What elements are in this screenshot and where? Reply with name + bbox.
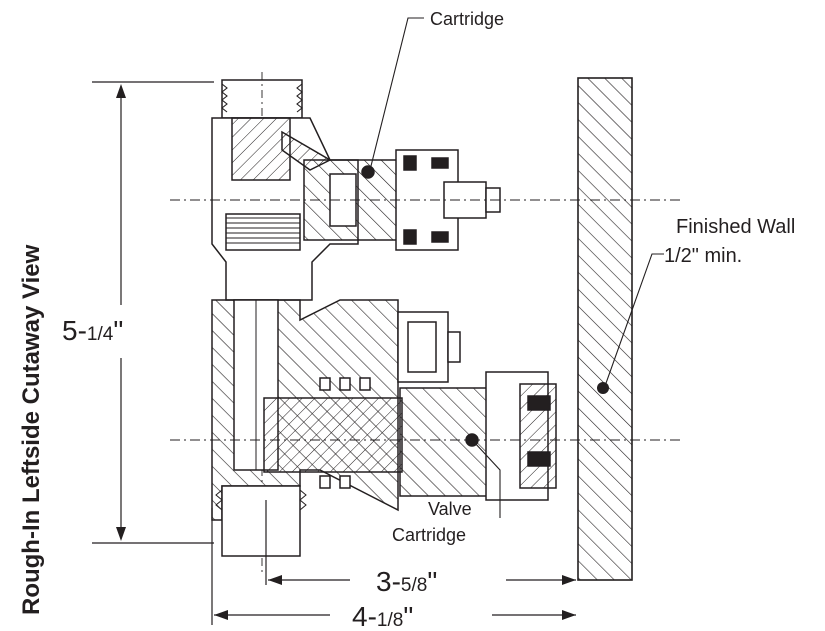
- callout-finished-wall: Finished Wall: [676, 216, 795, 238]
- callout-valve: Valve: [428, 499, 472, 519]
- dimension-overall-depth: [211, 508, 576, 625]
- valve-body: [211, 72, 403, 575]
- callout-valve-cartridge: Cartridge: [392, 525, 466, 545]
- upper-cartridge: [303, 149, 501, 251]
- callout-finished-wall-min: 1/2" min.: [664, 245, 742, 267]
- lower-valve-cartridge: [319, 311, 557, 501]
- dimension-overall-depth-label: 4-1/8": [352, 601, 413, 631]
- leader-lines: [369, 17, 664, 518]
- dimension-depth-to-wall-label: 3-5/8": [376, 566, 437, 597]
- centerlines: [170, 199, 680, 441]
- dimension-depth-to-wall: [265, 500, 576, 585]
- callout-cartridge: Cartridge: [430, 9, 504, 29]
- dimension-height: [92, 81, 214, 544]
- finished-wall: [577, 77, 633, 581]
- diagram-title: Rough-In Leftside Cutaway View: [18, 244, 45, 615]
- dimension-height-label: 5-1/4": [62, 315, 123, 346]
